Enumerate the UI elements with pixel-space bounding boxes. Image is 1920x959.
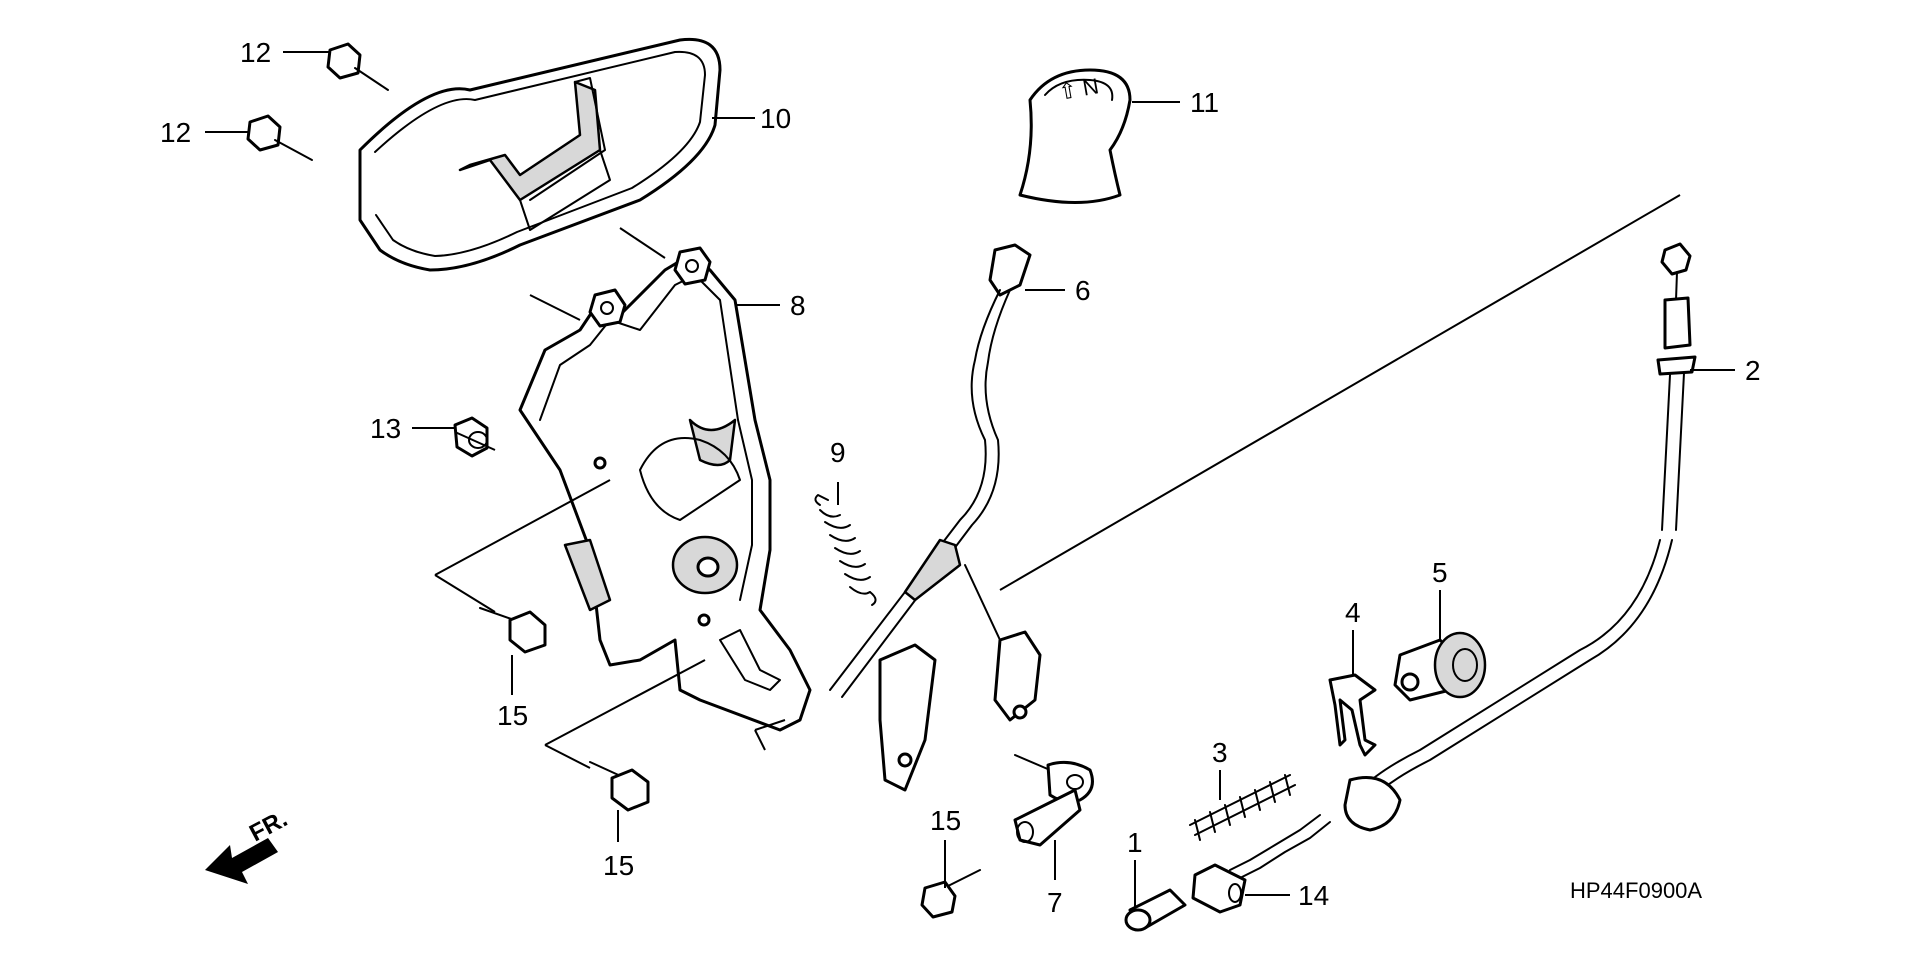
diagram-code: HP44F0900A (1570, 878, 1702, 903)
part-3-spring (1189, 774, 1296, 841)
callout-3: 3 (1212, 737, 1228, 768)
callout-12-b: 12 (160, 117, 191, 148)
callout-10: 10 (760, 103, 791, 134)
part-9-spring (814, 494, 877, 606)
callout-11: 11 (1190, 87, 1219, 118)
part-11-knob: ⇧ N (1018, 68, 1132, 204)
callout-1: 1 (1127, 827, 1143, 858)
part-12-bolt-b (246, 114, 313, 161)
part-4-clip (1328, 673, 1377, 757)
part-15-bolt-c (920, 869, 981, 919)
callout-6: 6 (1075, 275, 1091, 306)
part-7-joint (1013, 754, 1094, 847)
callout-12-a: 12 (240, 37, 271, 68)
part-12-bolt-a (326, 42, 389, 91)
callout-5: 5 (1432, 557, 1448, 588)
callouts: 12 12 10 11 6 8 13 9 2 5 4 3 1 14 7 15 1… (160, 37, 1761, 918)
part-5-grommet (1393, 631, 1487, 702)
callout-4: 4 (1345, 597, 1361, 628)
callout-13: 13 (370, 413, 401, 444)
callout-15-a: 15 (497, 700, 528, 731)
callout-14: 14 (1298, 880, 1329, 911)
part-14-collar (1191, 863, 1247, 914)
callout-15-c: 15 (930, 805, 961, 836)
callout-8: 8 (790, 290, 806, 321)
part-13-nut (453, 416, 489, 458)
front-direction-arrow: FR. (205, 805, 292, 884)
part-2-cable (1229, 242, 1697, 879)
front-direction-label: FR. (245, 805, 292, 847)
reference-lines (434, 194, 1681, 769)
part-15-bolt-a (479, 607, 547, 654)
part-6-shift-lever (829, 243, 1042, 792)
callout-7: 7 (1047, 887, 1063, 918)
part-8-bracket (518, 246, 812, 732)
callout-15-b: 15 (603, 850, 634, 881)
leader-lines (205, 51, 1735, 908)
part-10-cover (358, 37, 722, 272)
callout-2: 2 (1745, 355, 1761, 386)
part-1-pin (1124, 888, 1187, 932)
part-15-bolt-b (589, 761, 650, 812)
callout-9: 9 (830, 437, 846, 468)
